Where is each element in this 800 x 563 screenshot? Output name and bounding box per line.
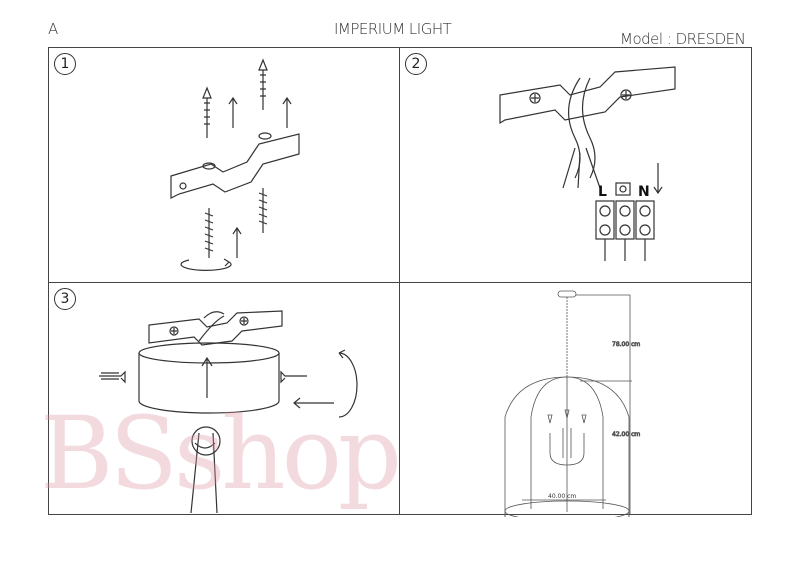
step-number: 2: [405, 53, 427, 75]
step-2-panel: 2 L N: [400, 48, 750, 282]
terminal-label-l: L: [598, 184, 607, 200]
terminal-label-n: N: [638, 184, 650, 200]
bracket-mounting-illustration: [170, 58, 300, 271]
chandelier-dimensions-drawing: 78.00 cm 42.00 cm: [504, 290, 641, 517]
divider-vertical: [399, 48, 400, 514]
body-width-dimension: 40.00 cm: [548, 493, 576, 500]
wiring-illustration: L N: [499, 66, 676, 261]
step-1-panel: 1: [49, 48, 399, 282]
document-title: IMPERIUM LIGHT: [334, 20, 452, 38]
divider-horizontal: [49, 282, 751, 283]
step-3-panel: 3: [49, 283, 399, 517]
body-height-dimension: 42.00 cm: [612, 431, 640, 438]
instruction-grid: 1 2 L N: [48, 47, 752, 517]
step-number: 3: [54, 288, 76, 310]
sheet-letter: A: [48, 20, 58, 38]
canopy-fixing-illustration: [99, 310, 358, 514]
step-number: 1: [54, 53, 76, 75]
model-label: Model : DRESDEN: [620, 30, 746, 48]
chain-length-dimension: 78.00 cm: [612, 341, 640, 348]
dimensions-panel: 78.00 cm 42.00 cm: [400, 283, 750, 517]
